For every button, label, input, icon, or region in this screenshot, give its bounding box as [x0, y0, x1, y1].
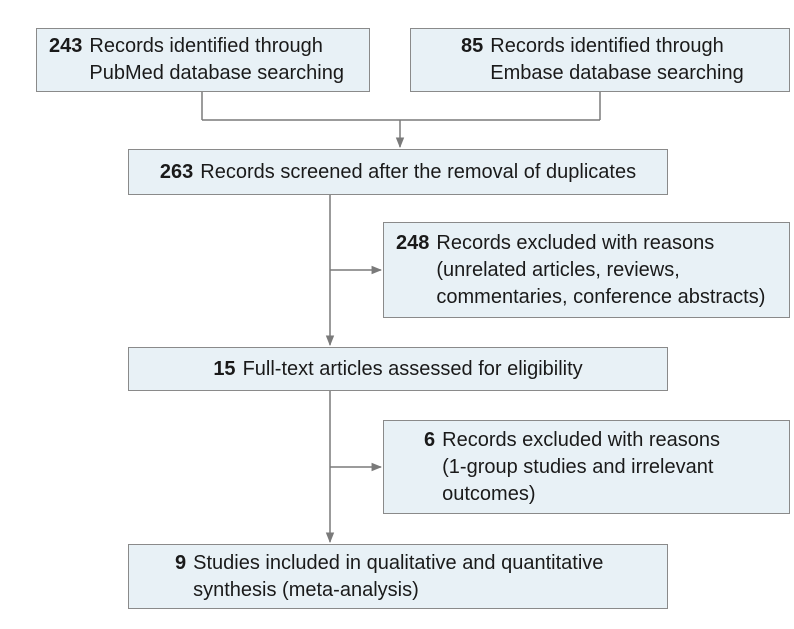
box-included: 9 Studies included in qualitative and qu…	[128, 544, 668, 609]
text-excluded-screening: Records excluded with reasons (unrelated…	[436, 231, 766, 308]
box-excluded-fulltext: 6 Records excluded with reasons (1-group…	[383, 420, 790, 514]
count-pubmed: 243	[49, 35, 83, 57]
text-included: Studies included in qualitative and quan…	[193, 551, 604, 601]
count-included: 9	[175, 551, 187, 574]
count-embase: 85	[461, 35, 484, 57]
count-fulltext: 15	[213, 357, 236, 380]
box-fulltext: 15 Full-text articles assessed for eligi…	[128, 347, 668, 391]
text-fulltext: Full-text articles assessed for eligibil…	[242, 357, 583, 380]
text-screened: Records screened after the removal of du…	[200, 160, 637, 183]
box-screened: 263 Records screened after the removal o…	[128, 149, 668, 195]
box-pubmed: 243 Records identified through PubMed da…	[36, 28, 370, 92]
text-pubmed: Records identified through PubMed databa…	[89, 35, 344, 84]
box-embase: 85 Records identified through Embase dat…	[410, 28, 790, 92]
count-excluded-fulltext: 6	[424, 428, 436, 451]
text-embase: Records identified through Embase databa…	[490, 35, 744, 84]
count-screened: 263	[159, 160, 194, 183]
box-excluded-screening: 248 Records excluded with reasons (unrel…	[383, 222, 790, 318]
text-excluded-fulltext: Records excluded with reasons (1-group s…	[442, 428, 721, 505]
count-excluded-screening: 248	[396, 231, 430, 254]
